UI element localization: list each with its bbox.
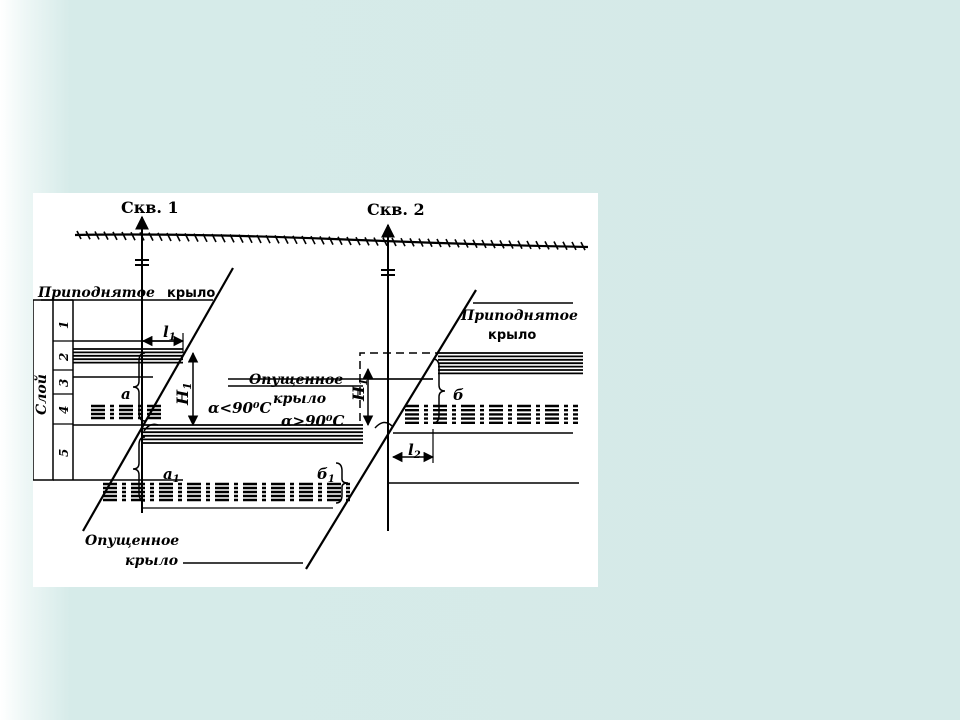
right-lowered-wing-line1: Опущенное [249,372,343,388]
mark-a1: а1 [163,465,180,485]
layer-number-2: 2 [57,353,71,362]
right-raised-wing-line1: Приподнятое [460,308,578,324]
dim-l1-label: l1 [163,323,176,343]
brace-a1 [132,436,146,502]
left-raised-wing-suffix: крыло [167,286,215,301]
brace-b [432,358,446,424]
layer-number-5: 5 [57,449,71,457]
brace-a [132,352,146,422]
right-lowered-wing-line2: крыло [273,391,326,407]
layer-axis-label: Слой [33,374,50,415]
fault-diagram-panel: Скв. 1 Скв. 2 Приподнятое крыло Опущенно… [33,193,598,587]
dim-H1-right [359,352,438,427]
brace-b1 [335,462,349,504]
right-raised-wing-line2: крыло [488,328,536,343]
angle-arc-left [143,423,159,432]
fault-diagram: Скв. 1 Скв. 2 Приподнятое крыло Опущенно… [33,198,589,570]
ground-hatch-marks [76,230,586,251]
well-1-label: Скв. 1 [121,198,179,217]
ground-surface [74,230,589,251]
fault-plane-right [305,289,477,570]
left-lowered-wing-line2: крыло [125,553,178,569]
layer-4-dashed-middle [103,482,353,502]
layer-number-4: 4 [57,406,71,414]
layer-2-seam-left [73,348,183,364]
angle-label-right: α>90⁰С [281,412,345,430]
left-raised-wing-label: Приподнятое [37,285,155,301]
dim-l2 [391,429,435,463]
layer-4-dashed-right [405,404,578,425]
angle-label-left: α<90⁰С [208,399,272,417]
mark-b1: б1 [317,465,335,485]
dim-H1-right-label: H1 [349,378,370,402]
well-2 [381,223,395,531]
mark-b: б [453,386,464,404]
dim-H1-left-label: H1 [173,382,194,406]
dim-l1 [141,333,185,353]
layer-2-seam-right [438,352,583,375]
braces [132,352,446,504]
well-1 [135,215,149,513]
layer-4-dashed-left [91,404,161,420]
angle-arc-right [374,421,393,429]
left-lowered-wing-line1: Опущенное [85,533,179,549]
layer-2-seam-middle [143,424,363,444]
layer-column [33,299,183,481]
dim-l2-label: l2 [408,441,421,461]
well-2-label: Скв. 2 [367,200,425,219]
mark-a: а [121,385,131,403]
layer-number-3: 3 [57,379,71,387]
layer-number-1: 1 [57,321,71,329]
strata-middle-lowered [103,378,433,564]
